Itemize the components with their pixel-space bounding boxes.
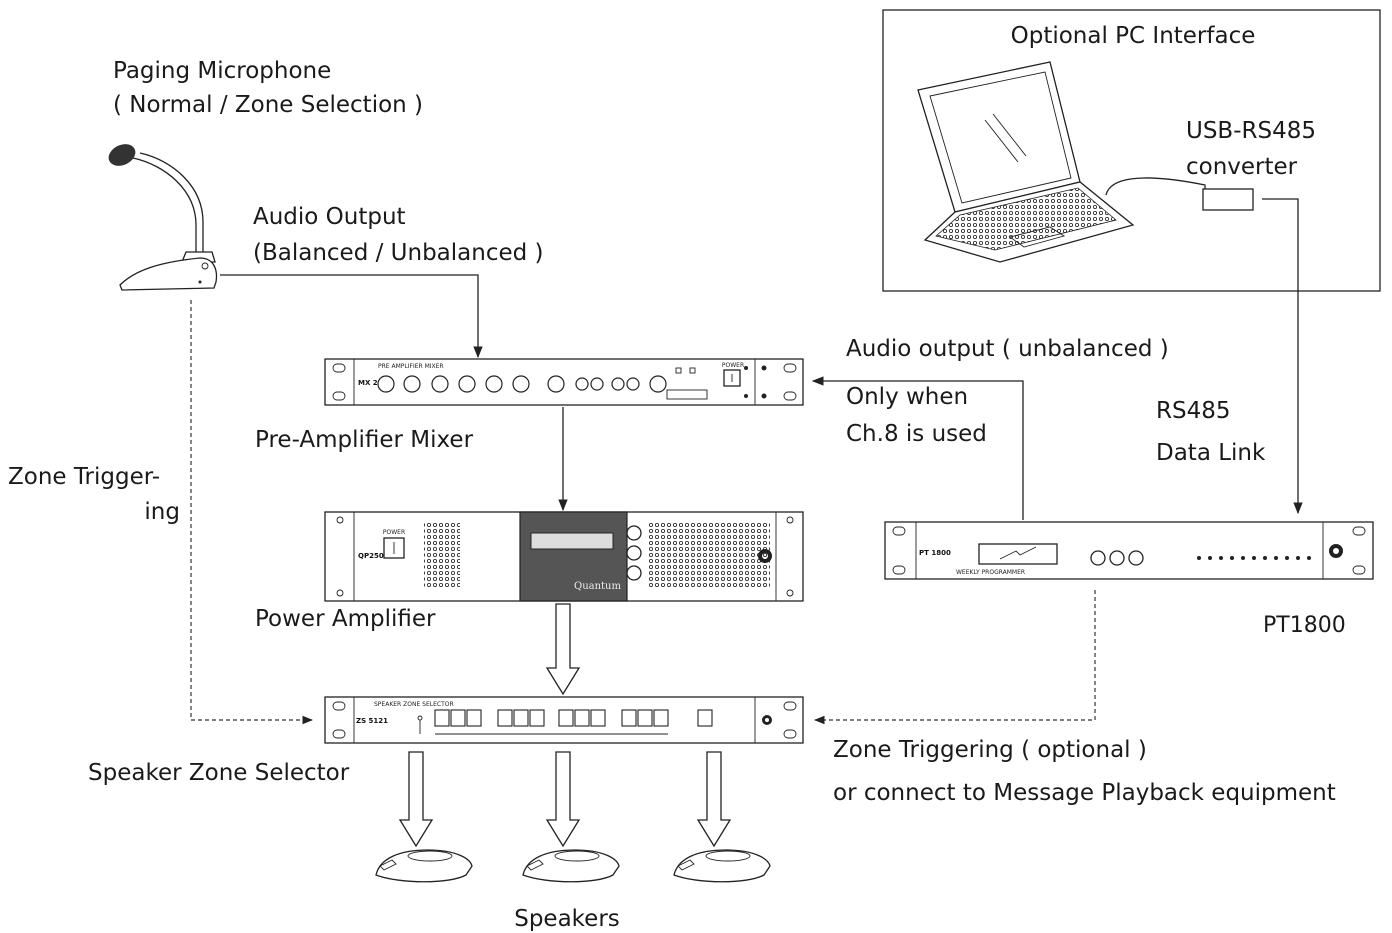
- usb-converter-box: [1202, 188, 1254, 211]
- pre-amp-mixer-label: Pre-Amplifier Mixer: [255, 427, 474, 453]
- power-amplifier-label: Power Amplifier: [255, 606, 436, 632]
- audio-output-label-1: Audio Output: [253, 204, 406, 230]
- zone-triggering-label-1: Zone Trigger-: [8, 464, 160, 490]
- amp-model-label: QP2500: [358, 552, 389, 560]
- pc-interface-frame: [882, 9, 1381, 292]
- zone-optional-label-2: or connect to Message Playback equipment: [833, 780, 1336, 806]
- zone-optional-label-1: Zone Triggering ( optional ): [833, 737, 1147, 763]
- zone-triggering-label-2: ing: [144, 499, 180, 525]
- usb-cable: [1105, 177, 1206, 200]
- mic-label-2: ( Normal / Zone Selection ): [113, 92, 423, 118]
- speaker-icon-2: [522, 849, 620, 883]
- mixer-model-label: MX 2122: [358, 379, 392, 387]
- zs-model-label: ZS 5121: [356, 717, 388, 725]
- speakers-label: Speakers: [514, 906, 620, 932]
- rs485-label-2: Data Link: [1156, 440, 1266, 466]
- pt-model-label: PT 1800: [919, 549, 951, 557]
- speaker-icon-3: [673, 849, 771, 883]
- audio-output-label-2: (Balanced / Unbalanced ): [253, 240, 544, 266]
- mic-label-1: Paging Microphone: [113, 58, 331, 84]
- rs485-link-arrow: [1262, 198, 1303, 515]
- pt1800-device: PT 1800 WEEKLY PROGRAMMER: [884, 521, 1374, 580]
- audio-output-arrow: [220, 274, 483, 359]
- mixer-title-label: PRE AMPLIFIER MIXER: [378, 363, 444, 370]
- usb-converter-label-1: USB-RS485: [1186, 118, 1316, 144]
- speaker-arrow-3: [696, 751, 732, 848]
- pc-interface-group: Optional PC Interface USB-RS485 converte…: [882, 9, 1381, 292]
- pc-interface-label: Optional PC Interface: [1011, 23, 1256, 49]
- pre-amplifier-mixer-device: MX 2122 PRE AMPLIFIER MIXER POWER: [324, 358, 804, 406]
- zone-triggering-dashed-line: [190, 300, 314, 725]
- pt1800-label: PT1800: [1263, 613, 1346, 638]
- speaker-icon-1: [375, 849, 473, 883]
- laptop-icon: [917, 61, 1135, 263]
- rs485-label-1: RS485: [1156, 398, 1230, 424]
- speaker-arrow-1: [398, 751, 434, 848]
- pt1800-zone-trigger-dashed-line: [813, 590, 1096, 725]
- audio-unbalanced-arrow: [811, 376, 1024, 520]
- pt-sub-label: WEEKLY PROGRAMMER: [956, 569, 1025, 576]
- only-when-label-1: Only when: [846, 384, 968, 410]
- zone-selector-label: Speaker Zone Selector: [88, 760, 350, 786]
- only-when-label-2: Ch.8 is used: [846, 421, 987, 447]
- audio-unbalanced-label: Audio output ( unbalanced ): [846, 336, 1169, 362]
- amp-front-panel: [519, 511, 628, 602]
- mixer-power-label: POWER: [722, 362, 744, 369]
- power-amplifier-device: QP2500 POWER Quantum: [324, 511, 804, 602]
- paging-microphone-icon: [108, 144, 218, 291]
- amp-power-label: POWER: [383, 529, 405, 536]
- speaker-arrow-2: [545, 751, 581, 848]
- zs-title-label: SPEAKER ZONE SELECTOR: [374, 701, 454, 708]
- speaker-zone-selector-device: ZS 5121 SPEAKER ZONE SELECTOR: [324, 696, 804, 744]
- usb-converter-label-2: converter: [1186, 154, 1298, 180]
- amp-brand-label: Quantum: [574, 581, 622, 592]
- amp-to-selector-hollow-arrow: [545, 603, 581, 696]
